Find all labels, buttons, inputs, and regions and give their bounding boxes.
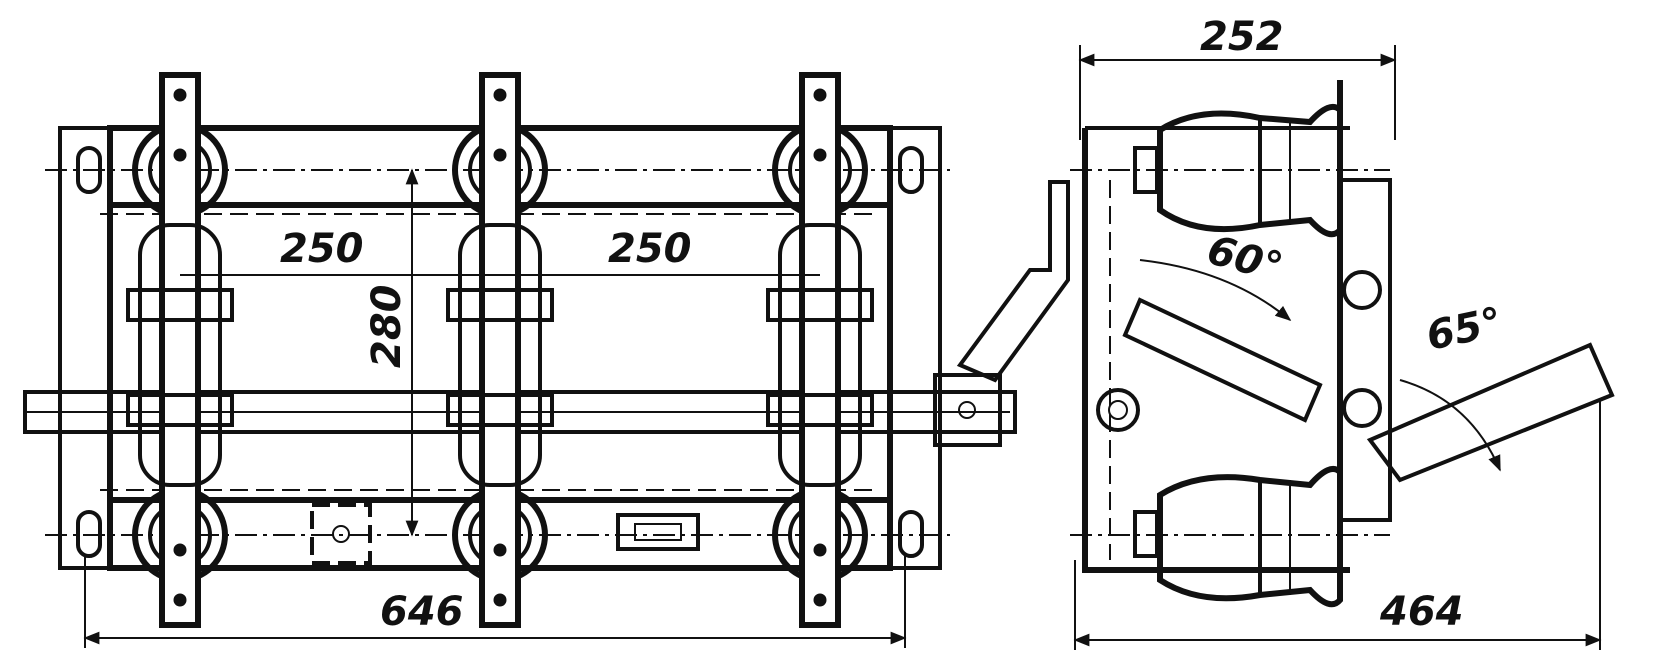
latch-slot (634, 523, 682, 541)
dim-280: 280 (364, 285, 410, 369)
front-view: 250 250 280 646 (23, 72, 1070, 648)
pole-right (766, 72, 874, 628)
side-handle (1366, 342, 1615, 483)
mounting-slots (76, 146, 924, 558)
arc-65 (1399, 379, 1501, 472)
lower-insulator (1133, 466, 1343, 608)
operating-handle (933, 180, 1070, 447)
bracket-pivot-lower (1342, 388, 1382, 428)
latch-plate (616, 513, 700, 551)
dashed-box (310, 503, 372, 565)
dim-250-left: 250 (280, 226, 364, 272)
arc-60 (1139, 259, 1292, 322)
angle-65: 65° (1423, 299, 1507, 360)
dashed-box-hole (332, 525, 350, 543)
dim-464: 464 (1379, 589, 1464, 635)
angle-60: 60° (1202, 227, 1287, 291)
pole-middle (446, 72, 554, 628)
side-pivot (1096, 388, 1140, 432)
side-pivot-inner (1108, 400, 1128, 420)
tilted-blade (1122, 297, 1323, 423)
side-frame (1082, 128, 1350, 573)
dim-252: 252 (1200, 14, 1284, 60)
side-view: 60° 65° 252 464 (1070, 14, 1615, 650)
side-bracket (1338, 178, 1392, 522)
bracket-pivot-upper (1342, 270, 1382, 310)
dim-250-right: 250 (608, 226, 692, 272)
dim-646: 646 (380, 589, 464, 635)
pole-left (126, 72, 234, 628)
